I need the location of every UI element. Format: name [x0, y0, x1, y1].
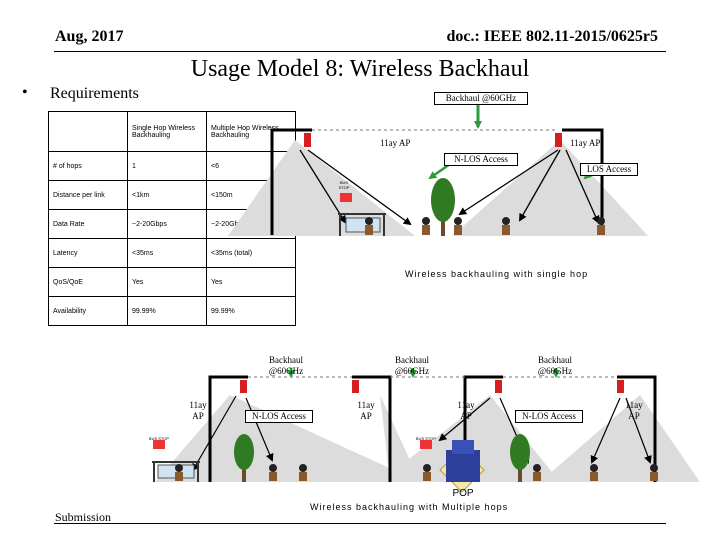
- requirements-label: Requirements: [50, 85, 139, 102]
- ap-label: 11ay AP: [189, 400, 207, 421]
- table-cell: ~2-20Gbps: [127, 209, 207, 239]
- tree-icon: [234, 434, 254, 482]
- ap-device-icon: [555, 133, 562, 147]
- nlos-access-label: N-LOS Access: [515, 410, 583, 423]
- coverage-beam: [452, 140, 648, 236]
- single-hop-caption: Wireless backhauling with single hop: [405, 269, 589, 279]
- los-access-label: LOS Access: [580, 163, 638, 176]
- table-cell: Availability: [48, 296, 128, 326]
- ap-device-icon: [304, 133, 311, 147]
- ap-pole-right: [562, 128, 604, 235]
- table-cell: # of hops: [48, 151, 128, 181]
- table-cell: Yes: [206, 267, 296, 297]
- bus-stop-label: BUS STOP: [148, 436, 170, 441]
- table-cell: Latency: [48, 238, 128, 268]
- ap-label: 11ay AP: [570, 138, 601, 148]
- table-cell: Data Rate: [48, 209, 128, 239]
- table-header-cell: [48, 111, 128, 152]
- header-rule: [54, 51, 666, 52]
- bus-stop-label: BUS STOP: [415, 436, 437, 441]
- person-icon: [533, 464, 541, 481]
- coverage-beam: [228, 140, 415, 236]
- person-icon: [502, 217, 510, 235]
- ap-device-icon: [240, 380, 247, 393]
- access-arrow: [590, 397, 621, 464]
- access-arrow: [307, 149, 412, 226]
- nlos-arrow: [428, 162, 451, 180]
- table-row: Latency <35ms <35ms (total): [48, 238, 296, 268]
- building-icon: [439, 440, 485, 493]
- table-row: Availability 99.99% 99.99%: [48, 296, 296, 326]
- person-icon: [454, 217, 462, 235]
- person-icon: [299, 464, 307, 481]
- header-date: Aug, 2017: [55, 28, 124, 45]
- ap-label: 11ay AP: [457, 400, 475, 421]
- nlos-access-label: N-LOS Access: [444, 153, 518, 166]
- ap-pole: [208, 375, 248, 482]
- access-arrow: [565, 149, 600, 224]
- person-icon: [597, 217, 605, 235]
- ap-pole-left: [270, 128, 312, 235]
- person-icon: [365, 217, 373, 235]
- tree-icon: [510, 434, 530, 482]
- footer-submission: Submission: [55, 510, 112, 524]
- nlos-access-label: N-LOS Access: [245, 410, 313, 423]
- slide-title: Usage Model 8: Wireless Backhaul: [190, 56, 530, 82]
- bus-stop-sign-icon: [420, 440, 432, 449]
- access-arrow: [458, 149, 559, 216]
- backhaul-label: Backhaul @60GHz: [394, 355, 430, 376]
- access-arrow: [438, 397, 491, 442]
- person-icon: [175, 464, 183, 481]
- table-cell: 99.99%: [206, 296, 296, 326]
- backhaul-label: Backhaul @60GHz: [537, 355, 573, 376]
- footer-rule: [54, 523, 666, 524]
- ap-label: 11ay AP: [357, 400, 375, 421]
- tree-icon: [431, 178, 455, 236]
- coverage-beam: [155, 395, 420, 482]
- requirements-table: Single Hop Wireless Backhauling Multiple…: [48, 111, 296, 326]
- access-arrow: [519, 149, 561, 222]
- header-doc-id: doc.: IEEE 802.11-2015/0625r5: [446, 28, 658, 45]
- backhaul-label: Backhaul @60GHz: [434, 92, 528, 105]
- table-row: QoS/QoE Yes Yes: [48, 267, 296, 297]
- person-icon: [650, 464, 658, 481]
- table-cell: 1: [127, 151, 207, 181]
- ap-pole: [617, 375, 657, 482]
- bus-stop-label: BUS STOP: [338, 180, 350, 190]
- ap-device-icon: [352, 380, 359, 393]
- coverage-beam: [540, 395, 700, 482]
- ap-device-icon: [495, 380, 502, 393]
- bullet-marker: •: [22, 84, 28, 101]
- bus-shelter-icon: [152, 440, 200, 482]
- ap-label: 11ay AP: [380, 138, 411, 148]
- access-arrow: [625, 397, 652, 464]
- access-arrow: [245, 397, 274, 462]
- access-arrow: [299, 149, 347, 224]
- table-cell: QoS/QoE: [48, 267, 128, 297]
- backhaul-label: Backhaul @60GHz: [268, 355, 304, 376]
- table-cell: <35ms (total): [206, 238, 296, 268]
- person-icon: [269, 464, 277, 481]
- person-icon: [590, 464, 598, 481]
- person-icon: [422, 217, 430, 235]
- multi-hop-caption: Wireless backhauling with Multiple hops: [310, 502, 509, 512]
- table-cell: <1km: [127, 180, 207, 210]
- ap-device-icon: [617, 380, 624, 393]
- person-icon: [423, 464, 431, 481]
- access-arrow: [191, 395, 237, 472]
- pop-label: POP: [452, 488, 474, 499]
- ap-label: 11ay AP: [625, 400, 643, 421]
